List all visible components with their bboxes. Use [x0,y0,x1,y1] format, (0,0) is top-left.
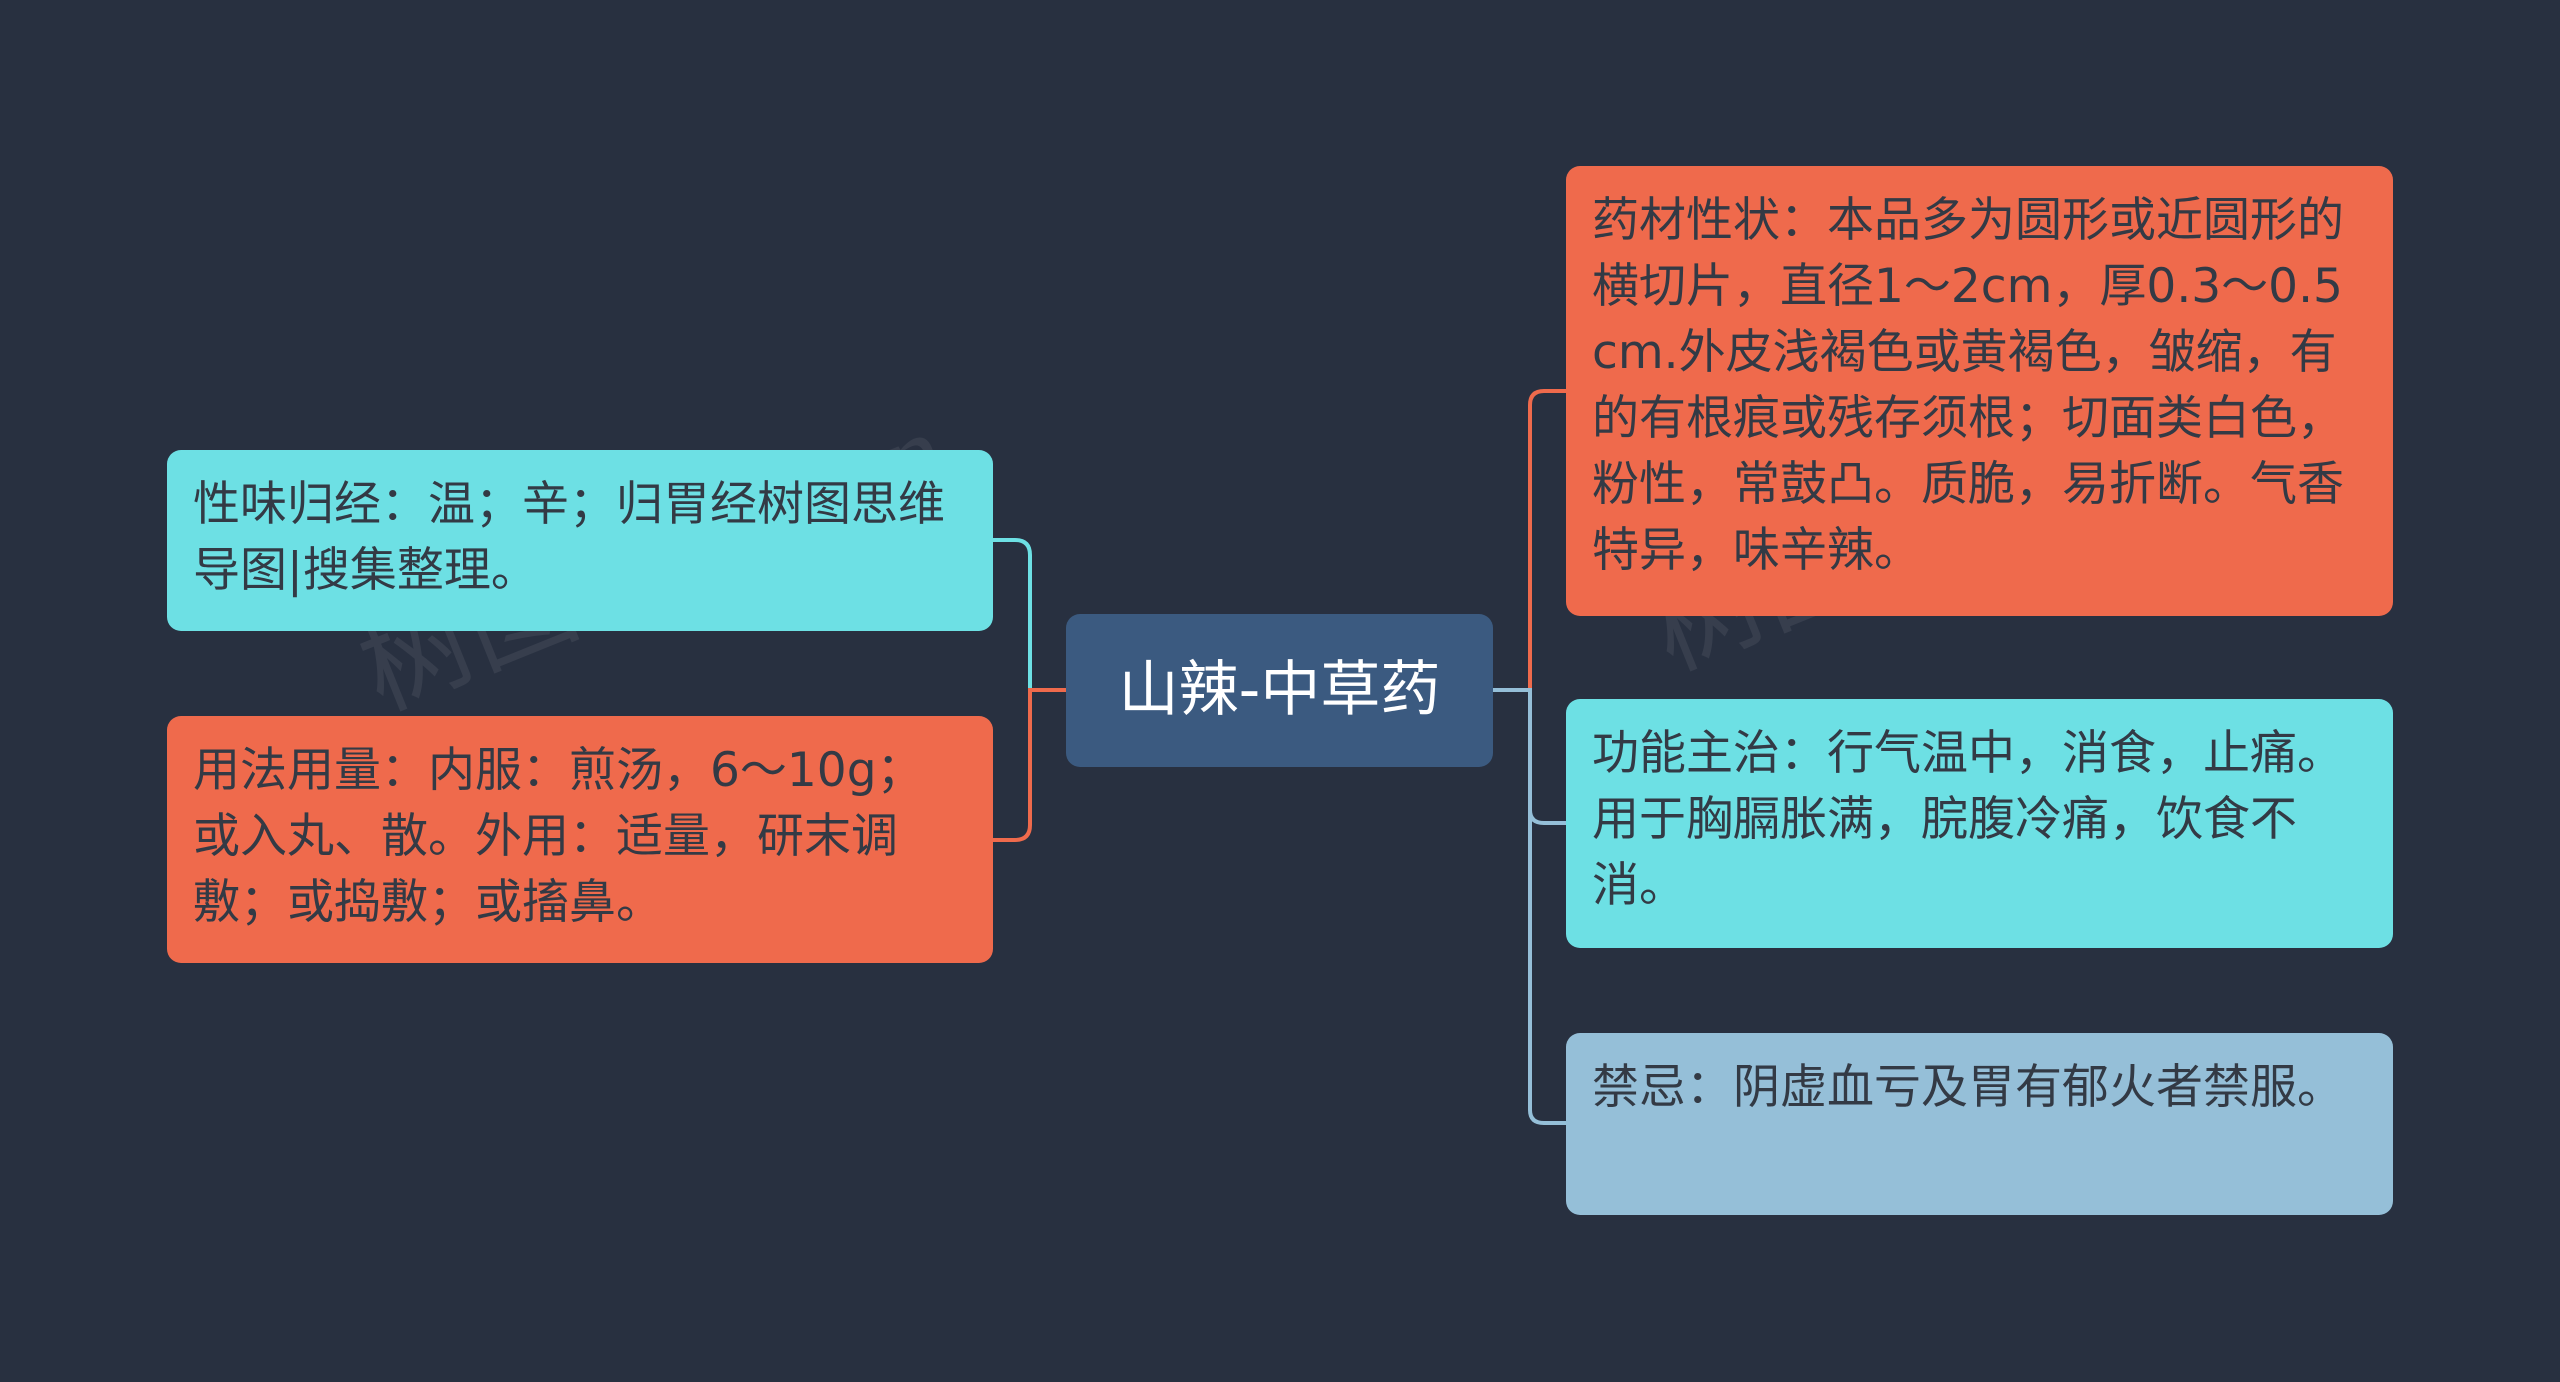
topic-label: 药材性状：本品多为圆形或近圆形的横切片，直径1～2cm，厚0.3～0.5cm.外… [1592,193,2344,578]
topic-label: 性味归经：温；辛；归胃经树图思维导图|搜集整理。 [193,477,945,598]
topic-label: 禁忌：阴虚血亏及胃有郁火者禁服。 [1592,1060,2344,1115]
connector-right-3 [1493,688,1566,1125]
topic-node-nature-meridian[interactable]: 性味归经：温；辛；归胃经树图思维导图|搜集整理。 [167,450,993,631]
topic-node-usage-dosage[interactable]: 用法用量：内服：煎汤，6～10g；或入丸、散。外用：适量，研末调敷；或捣敷；或搐… [167,716,993,963]
topic-node-herb-characteristics[interactable]: 药材性状：本品多为圆形或近圆形的横切片，直径1～2cm，厚0.3～0.5cm.外… [1566,166,2393,616]
connector-right-1 [1493,389,1566,692]
topic-label: 用法用量：内服：煎汤，6～10g；或入丸、散。外用：适量，研末调敷；或捣敷；或搐… [193,743,924,930]
connector-left-2 [993,688,1066,842]
topic-label: 功能主治：行气温中，消食，止痛。用于胸膈胀满，脘腹冷痛，饮食不消。 [1592,726,2344,913]
topic-node-contraindications[interactable]: 禁忌：阴虚血亏及胃有郁火者禁服。 [1566,1033,2393,1215]
center-topic-label: 山辣-中草药 [1118,655,1441,725]
topic-node-functions-indications[interactable]: 功能主治：行气温中，消食，止痛。用于胸膈胀满，脘腹冷痛，饮食不消。 [1566,699,2393,948]
connector-left-1 [993,538,1066,692]
center-topic-node[interactable]: 山辣-中草药 [1066,614,1493,767]
